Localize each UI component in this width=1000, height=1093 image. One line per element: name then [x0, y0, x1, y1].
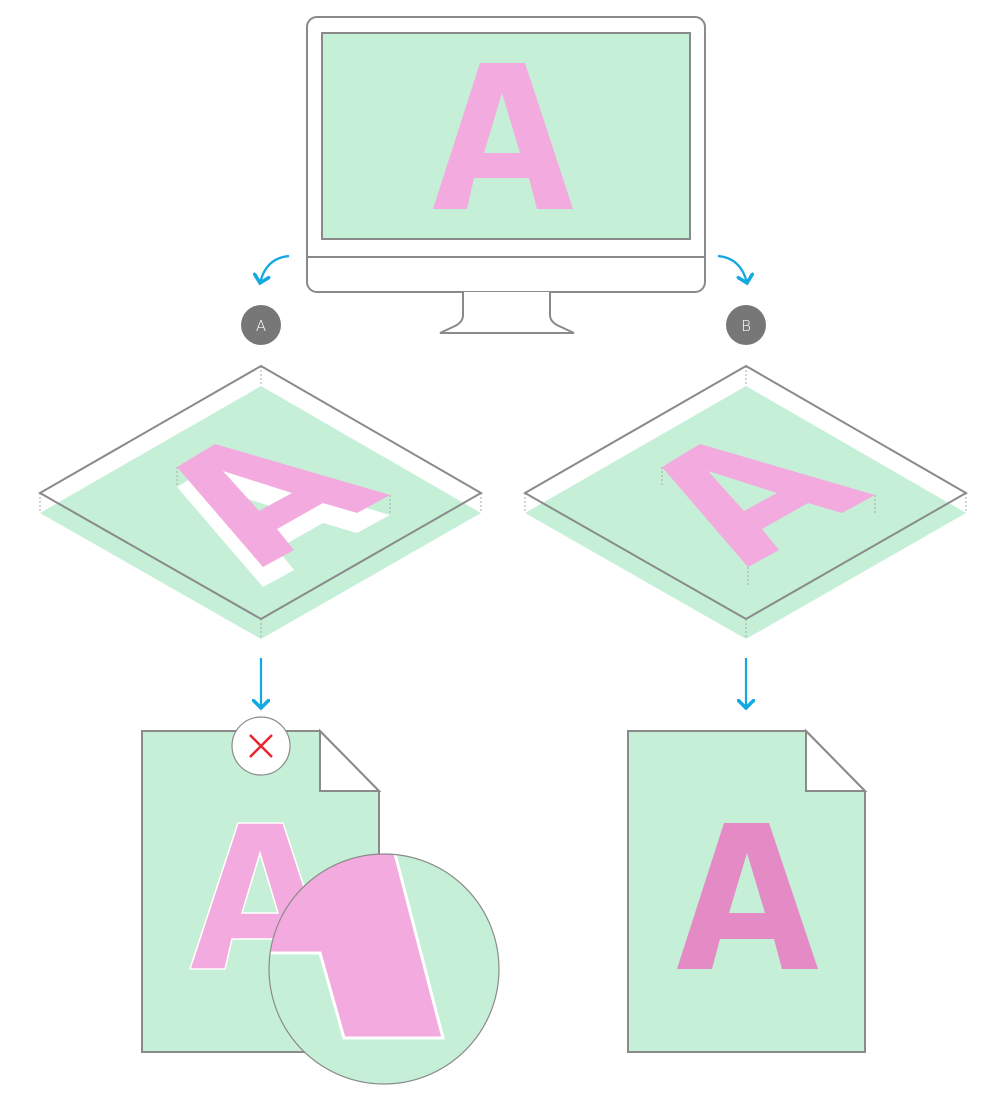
document-b — [627, 728, 868, 1053]
screen-letter-a — [433, 63, 573, 209]
svg-text:B: B — [741, 317, 751, 335]
x-icon — [249, 734, 273, 758]
doc-letter-a — [677, 823, 818, 969]
curved-arrow-left-icon — [260, 254, 290, 283]
shadow-letter-a — [177, 464, 390, 587]
isometric-layer-a — [37, 364, 484, 639]
badge-b: B — [726, 305, 766, 345]
monitor-icon — [306, 16, 706, 334]
monitor-stand — [439, 292, 575, 334]
curved-arrow-right-icon — [717, 254, 747, 283]
isometric-layer-b — [522, 364, 969, 639]
svg-text:A: A — [256, 317, 266, 335]
iso-letter-a — [662, 444, 875, 567]
badge-a: A — [241, 305, 281, 345]
error-badge — [231, 716, 291, 776]
iso-letter-a — [177, 444, 390, 567]
